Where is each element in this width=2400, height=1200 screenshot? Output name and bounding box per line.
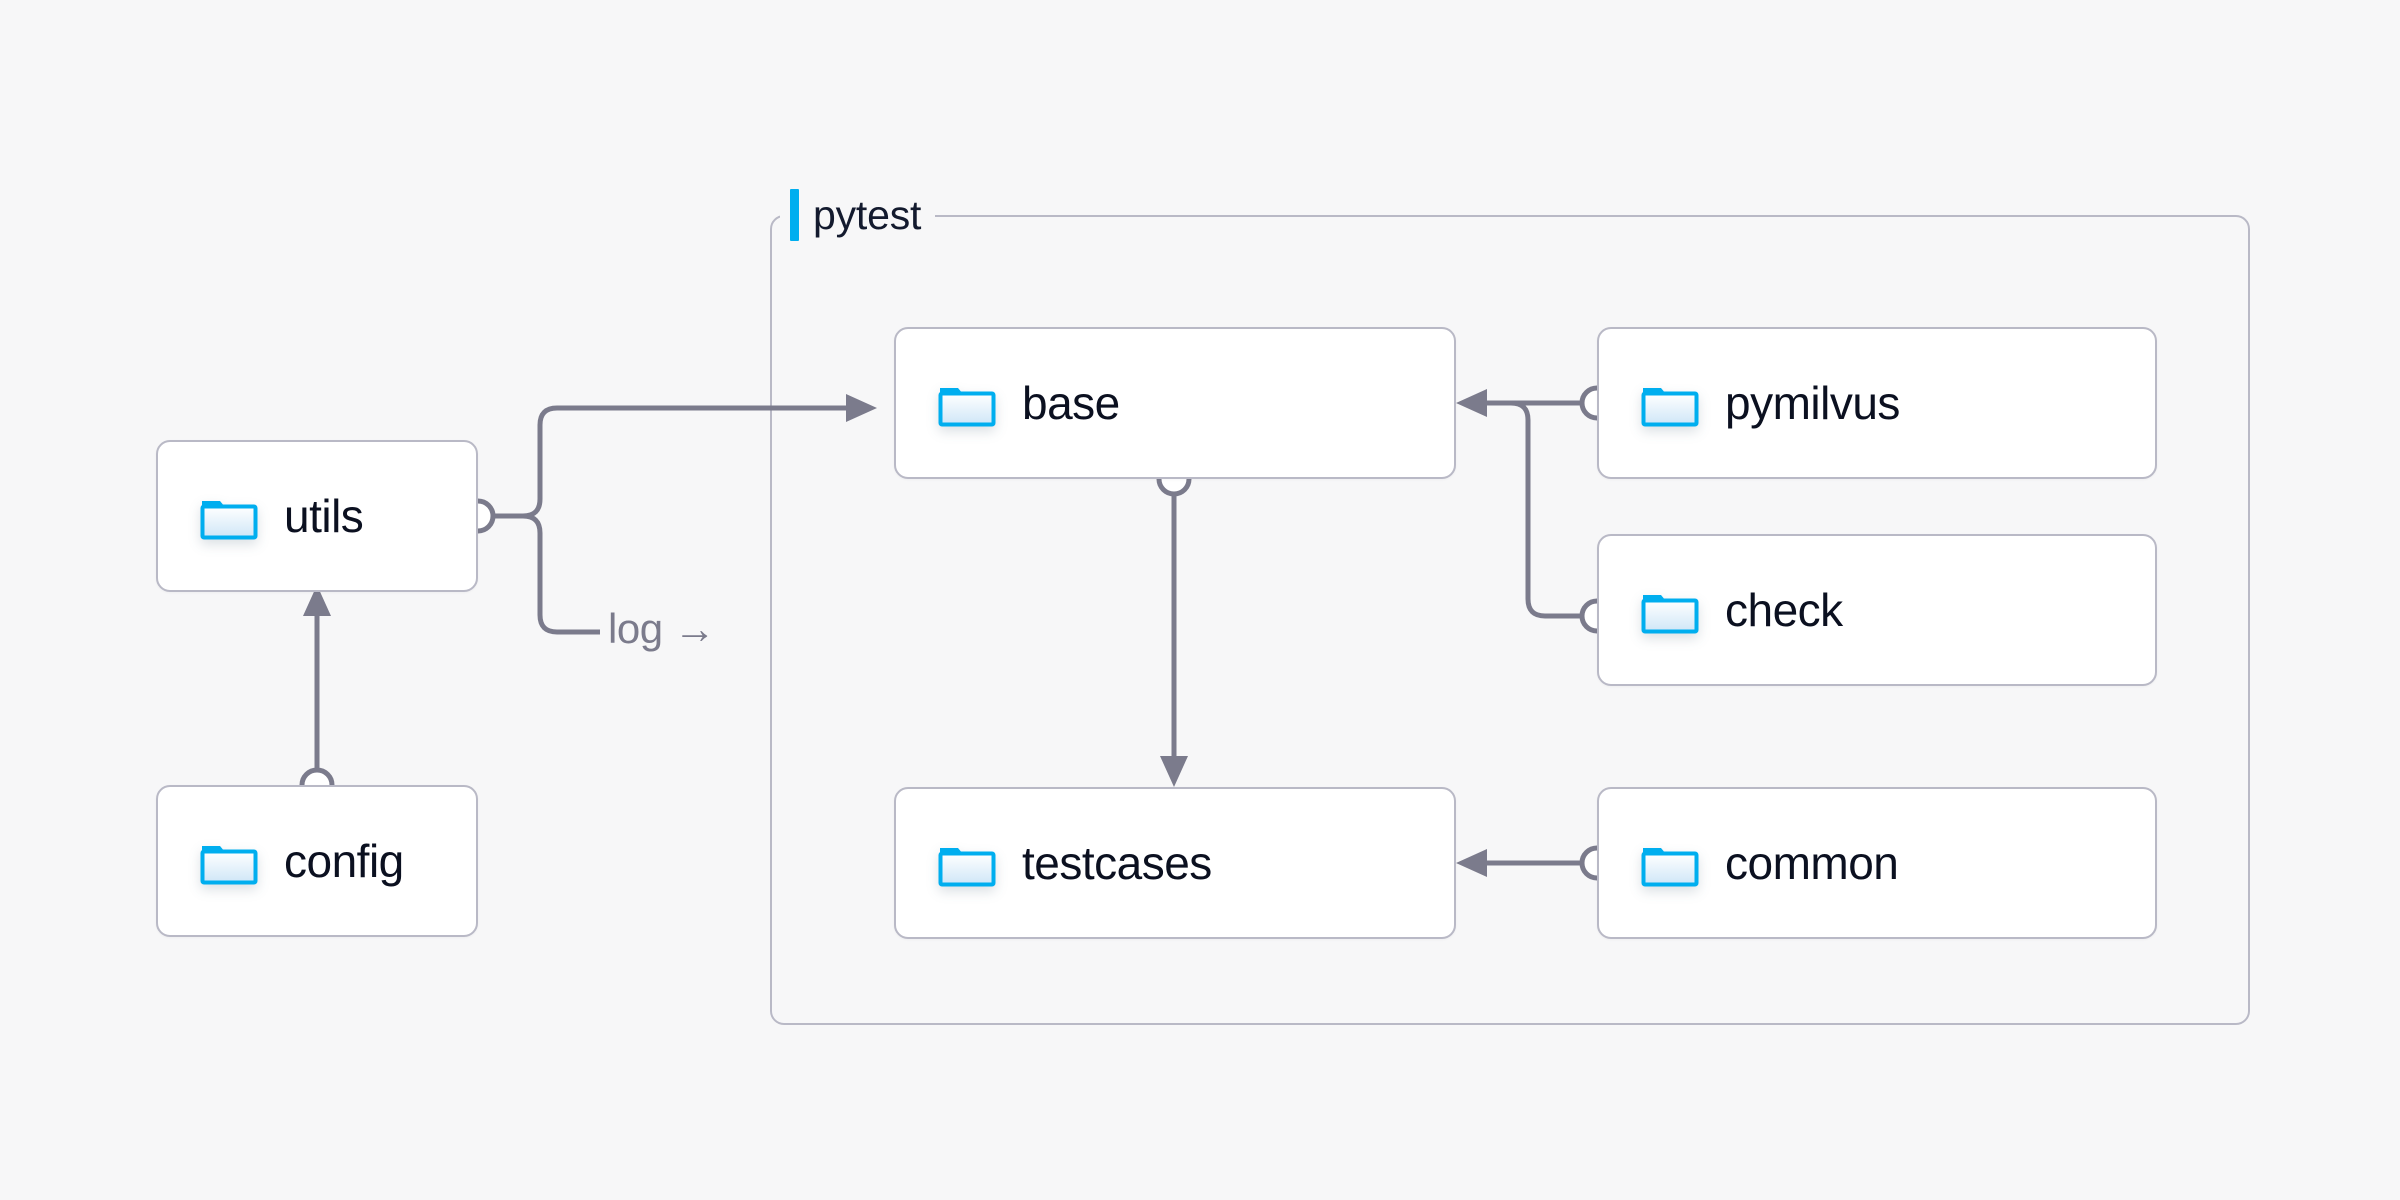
node-utils[interactable]: utils <box>156 440 478 592</box>
edge-config-to-utils <box>299 585 335 803</box>
node-label-common: common <box>1725 837 1899 889</box>
node-label-config: config <box>284 835 404 887</box>
node-testcases[interactable]: testcases <box>894 787 1456 939</box>
group-title-text: pytest <box>813 191 922 238</box>
group-container-pytest <box>770 215 2250 1025</box>
node-label-base: base <box>1022 377 1120 429</box>
node-base[interactable]: base <box>894 327 1456 479</box>
accent-bar-icon <box>790 189 799 241</box>
folder-icon <box>938 839 996 887</box>
folder-icon <box>1641 586 1699 634</box>
folder-icon <box>200 492 258 540</box>
edge-label-log: log → <box>608 605 716 652</box>
group-label-pytest: pytest <box>780 189 936 241</box>
folder-icon <box>200 837 258 885</box>
node-label-pymilvus: pymilvus <box>1725 377 1900 429</box>
node-check[interactable]: check <box>1597 534 2157 686</box>
node-pymilvus[interactable]: pymilvus <box>1597 327 2157 479</box>
folder-icon <box>1641 839 1699 887</box>
node-label-check: check <box>1725 584 1843 636</box>
node-label-testcases: testcases <box>1022 837 1212 889</box>
node-label-utils: utils <box>284 490 364 542</box>
node-config[interactable]: config <box>156 785 478 937</box>
folder-icon <box>938 379 996 427</box>
folder-icon <box>1641 379 1699 427</box>
node-common[interactable]: common <box>1597 787 2157 939</box>
edge-utils-to-log <box>493 513 600 635</box>
